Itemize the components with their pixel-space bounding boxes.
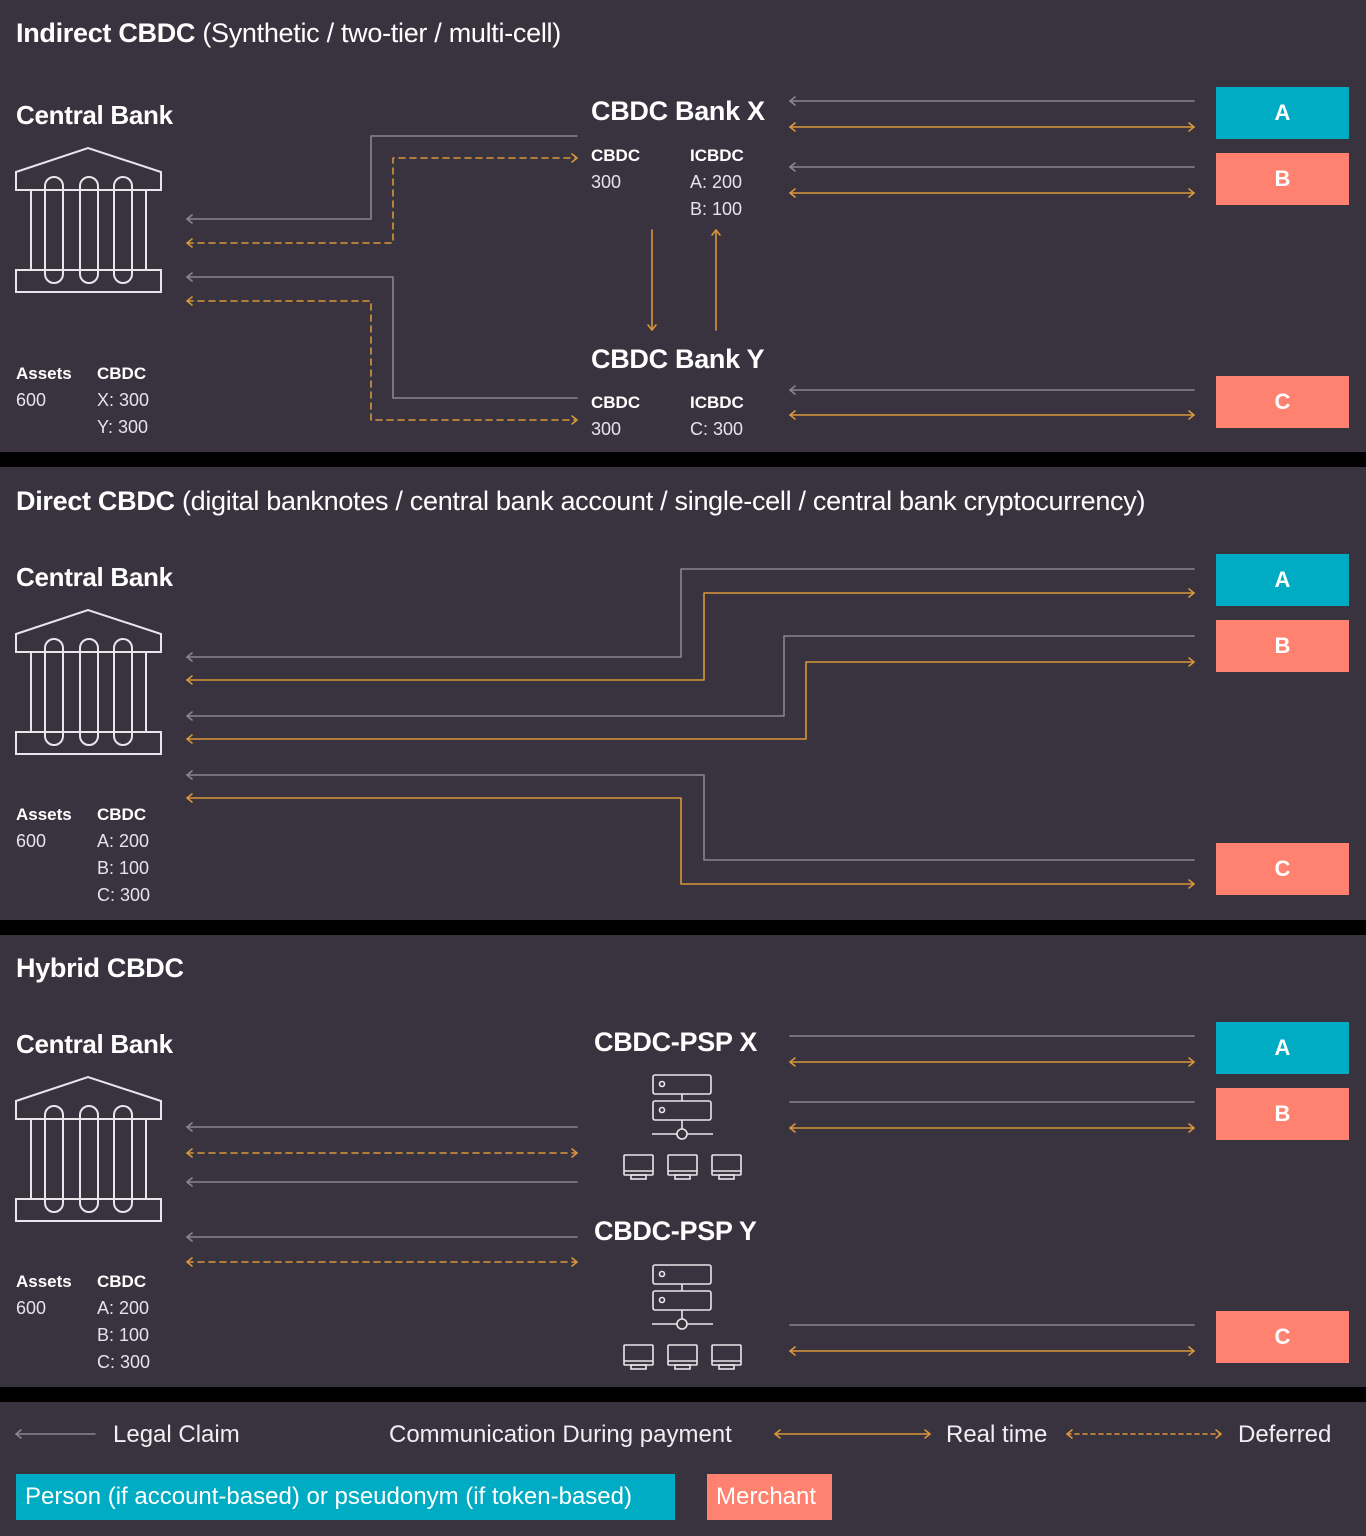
title-bold: Indirect CBDC <box>16 18 196 48</box>
section-title-hybrid: Hybrid CBDC <box>16 953 184 983</box>
legend-person-box: Person (if account-based) or pseudonym (… <box>16 1474 675 1520</box>
bank-y-cbdc-value: 300 <box>591 419 622 439</box>
user-b-box: B <box>1216 620 1349 672</box>
user-c-box: C <box>1216 843 1349 895</box>
bank-x-icbdc-value: B: 100 <box>690 199 743 219</box>
cbdc-value: B: 100 <box>97 858 150 878</box>
assets-value: 600 <box>16 390 47 410</box>
cbdc-label: CBDC <box>97 805 147 824</box>
hybrid-cbdc-panel <box>0 935 1366 1387</box>
section-title-direct: Direct CBDC (digital banknotes / central… <box>16 488 1145 515</box>
legend-legal-claim: Legal Claim <box>113 1421 240 1448</box>
psp-y-label: CBDC-PSP Y <box>594 1216 757 1246</box>
assets-label: Assets <box>16 364 72 383</box>
user-a-box: A <box>1216 1022 1349 1074</box>
title-bold: Direct CBDC <box>16 486 175 516</box>
central-bank-label: Central Bank <box>16 562 173 592</box>
user-c-box: C <box>1216 1311 1349 1363</box>
cbdc-value: A: 200 <box>97 1298 150 1318</box>
legend-real-time: Real time <box>946 1421 1048 1448</box>
cbdc-value: A: 200 <box>97 831 150 851</box>
user-c-box: C <box>1216 376 1349 428</box>
central-bank-label: Central Bank <box>16 100 173 130</box>
legend-communication: Communication During payment <box>389 1421 732 1448</box>
bank-y-label: CBDC Bank Y <box>591 344 765 374</box>
assets-label: Assets <box>16 805 72 824</box>
direct-cbdc-panel <box>0 467 1366 920</box>
section-title-indirect: Indirect CBDC (Synthetic / two-tier / mu… <box>16 20 561 47</box>
bank-y-icbdc-value: C: 300 <box>690 419 744 439</box>
user-a-box: A <box>1216 554 1349 606</box>
cbdc-value: C: 300 <box>97 1352 151 1372</box>
title-subtitle: (Synthetic / two-tier / multi-cell) <box>202 18 561 48</box>
cbdc-value: X: 300 <box>97 390 150 410</box>
title-subtitle: (digital banknotes / central bank accoun… <box>181 486 1146 516</box>
bank-y-icbdc-label: ICBDC <box>690 393 744 412</box>
cbdc-value: B: 100 <box>97 1325 150 1345</box>
bank-x-cbdc-value: 300 <box>591 172 622 192</box>
cbdc-value: Y: 300 <box>97 417 149 437</box>
psp-x-label: CBDC-PSP X <box>594 1027 758 1057</box>
cbdc-value: C: 300 <box>97 885 151 905</box>
bank-x-icbdc-value: A: 200 <box>690 172 743 192</box>
bank-y-cbdc-label: CBDC <box>591 393 641 412</box>
cbdc-label: CBDC <box>97 364 147 383</box>
assets-value: 600 <box>16 1298 47 1318</box>
assets-label: Assets <box>16 1272 72 1291</box>
user-b-box: B <box>1216 153 1349 205</box>
cbdc-label: CBDC <box>97 1272 147 1291</box>
user-b-box: B <box>1216 1088 1349 1140</box>
central-bank-label: Central Bank <box>16 1029 173 1059</box>
bank-x-cbdc-label: CBDC <box>591 146 641 165</box>
user-a-box: A <box>1216 87 1349 139</box>
legend-merchant-box: Merchant <box>707 1474 832 1520</box>
assets-value: 600 <box>16 831 47 851</box>
legend-deferred: Deferred <box>1238 1421 1332 1448</box>
indirect-cbdc-panel <box>0 0 1366 452</box>
bank-x-icbdc-label: ICBDC <box>690 146 744 165</box>
bank-x-label: CBDC Bank X <box>591 96 765 126</box>
